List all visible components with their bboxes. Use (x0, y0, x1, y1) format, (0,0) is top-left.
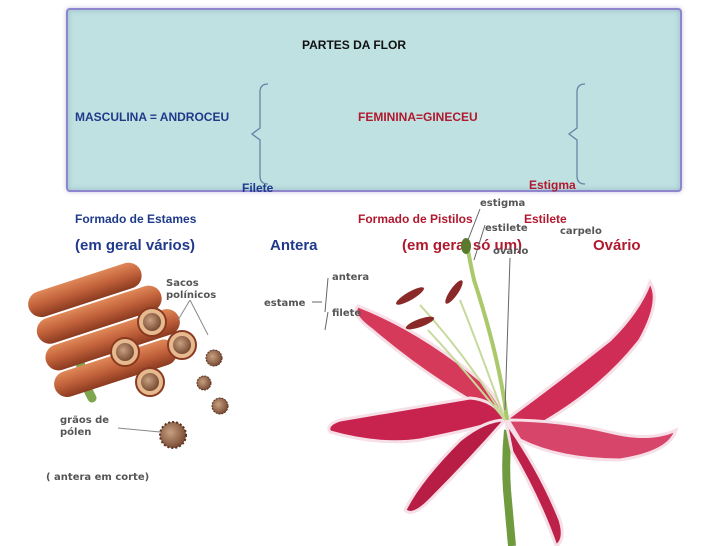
page-title: PARTES DA FLOR (302, 38, 406, 52)
lily-label-filete: filete (332, 308, 362, 319)
gineceu-bracket (567, 83, 586, 185)
masculina-quantidade: (em geral vários) (75, 237, 196, 254)
label-graos-polen: grãos de pólen (60, 415, 109, 439)
feminina-heading: FEMININA=GINECEU (358, 110, 478, 124)
feminina-formado: Formado de Pistilos (358, 212, 473, 226)
lily-label-estilete: estilete (485, 223, 528, 234)
label-estilete: Estilete (524, 212, 567, 226)
lily-label-antera: antera (332, 272, 370, 283)
lily-petals (327, 278, 679, 546)
graos-line1: grãos de (60, 415, 110, 426)
label-sacos-polinicos: Sacos polínicos (166, 278, 216, 302)
label-ovario: Ovário (593, 237, 641, 254)
masculina-heading: MASCULINA = ANDROCEU (75, 110, 230, 124)
lily-style (466, 249, 509, 421)
lily-label-estame: estame (264, 298, 306, 309)
label-estigma: Estigma (529, 178, 576, 192)
lily-label-ovario: ovário (493, 246, 529, 257)
lily-anthers (396, 280, 463, 330)
label-antera-corte: ( antera em corte) (46, 472, 150, 483)
masculina-formado: Formado de Estames (75, 212, 197, 226)
androceu-bracket (250, 83, 269, 185)
label-antera: Antera (270, 237, 318, 254)
graos-line2: pólen (60, 427, 92, 438)
pollen-sacs (110, 307, 197, 397)
sacos-line1: Sacos (166, 278, 199, 289)
lily-label-estigma: estigma (480, 198, 526, 209)
header-panel (66, 8, 682, 192)
lily-stigma (461, 238, 471, 254)
pollen-grains (159, 349, 229, 449)
lily-label-carpelo: carpelo (560, 226, 602, 237)
sacos-line2: polínicos (166, 290, 217, 301)
label-filete: Filete (242, 181, 274, 195)
